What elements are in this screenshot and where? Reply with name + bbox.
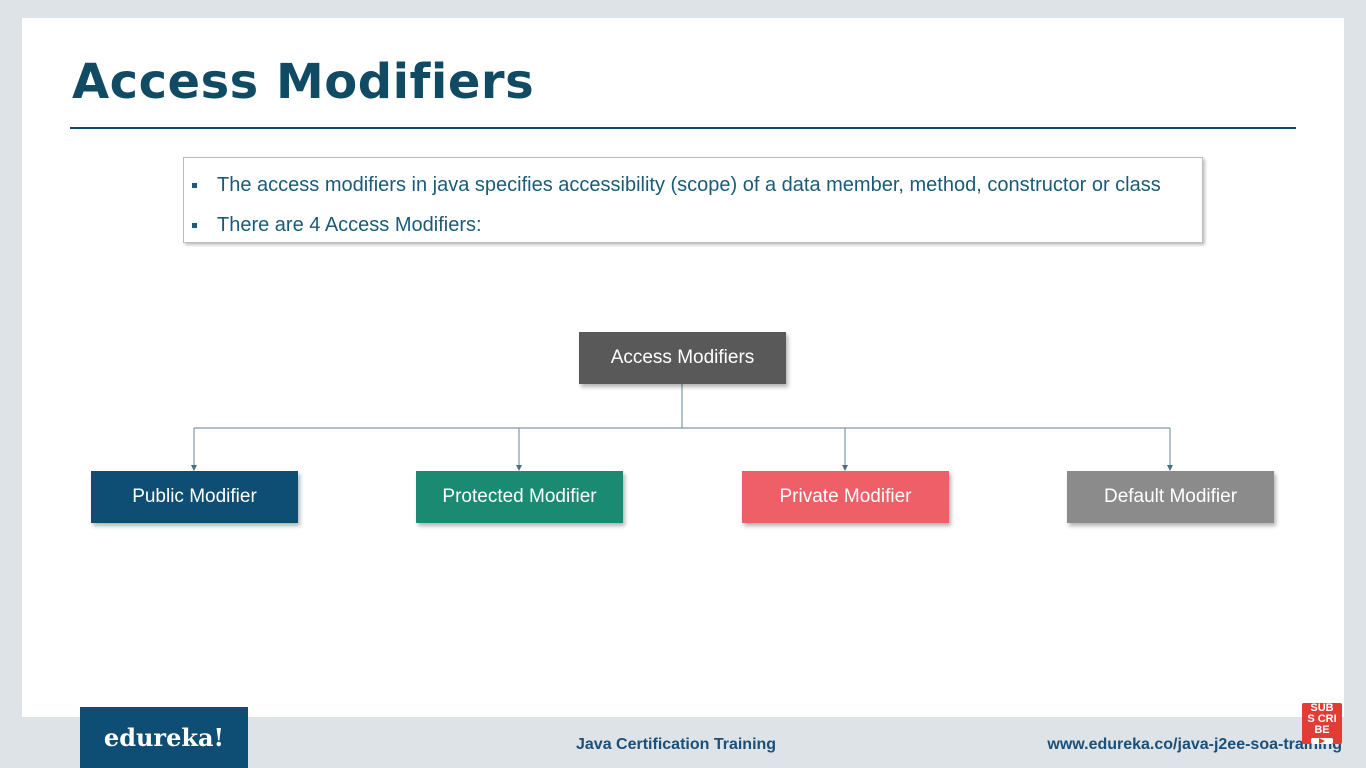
node-public-modifier: Public Modifier [91, 471, 298, 523]
bullet-item: The access modifiers in java specifies a… [192, 174, 1161, 197]
arrowhead-icon [516, 465, 522, 471]
arrowhead-icon [191, 465, 197, 471]
arrowhead-icon [1167, 465, 1173, 471]
bullet-text: There are 4 Access Modifiers: [217, 214, 482, 236]
bullet-box: The access modifiers in java specifies a… [183, 157, 1203, 243]
node-default-modifier: Default Modifier [1067, 471, 1274, 523]
slide-title: Access Modifiers [72, 54, 535, 110]
course-title: Java Certification Training [576, 736, 777, 753]
bullet-text: The access modifiers in java specifies a… [217, 174, 1161, 196]
diagram-connectors [191, 384, 1173, 471]
slide: Access Modifiers The access modifiers in… [22, 18, 1344, 717]
bullet-icon [192, 183, 197, 188]
node-protected-modifier: Protected Modifier [416, 471, 623, 523]
node-private-modifier: Private Modifier [742, 471, 949, 523]
footer-url[interactable]: www.edureka.co/java-j2ee-soa-training [1047, 736, 1342, 753]
arrowhead-icon [842, 465, 848, 471]
title-divider [70, 127, 1296, 129]
subscribe-button[interactable]: SUBS CRIBE [1302, 703, 1342, 744]
bullet-icon [192, 223, 197, 228]
edureka-logo: edureka! [80, 707, 248, 768]
node-access-modifiers: Access Modifiers [579, 332, 786, 384]
subscribe-label: SUBS CRIBE [1307, 702, 1337, 736]
bullet-item: There are 4 Access Modifiers: [192, 214, 482, 237]
play-icon [1311, 738, 1333, 744]
